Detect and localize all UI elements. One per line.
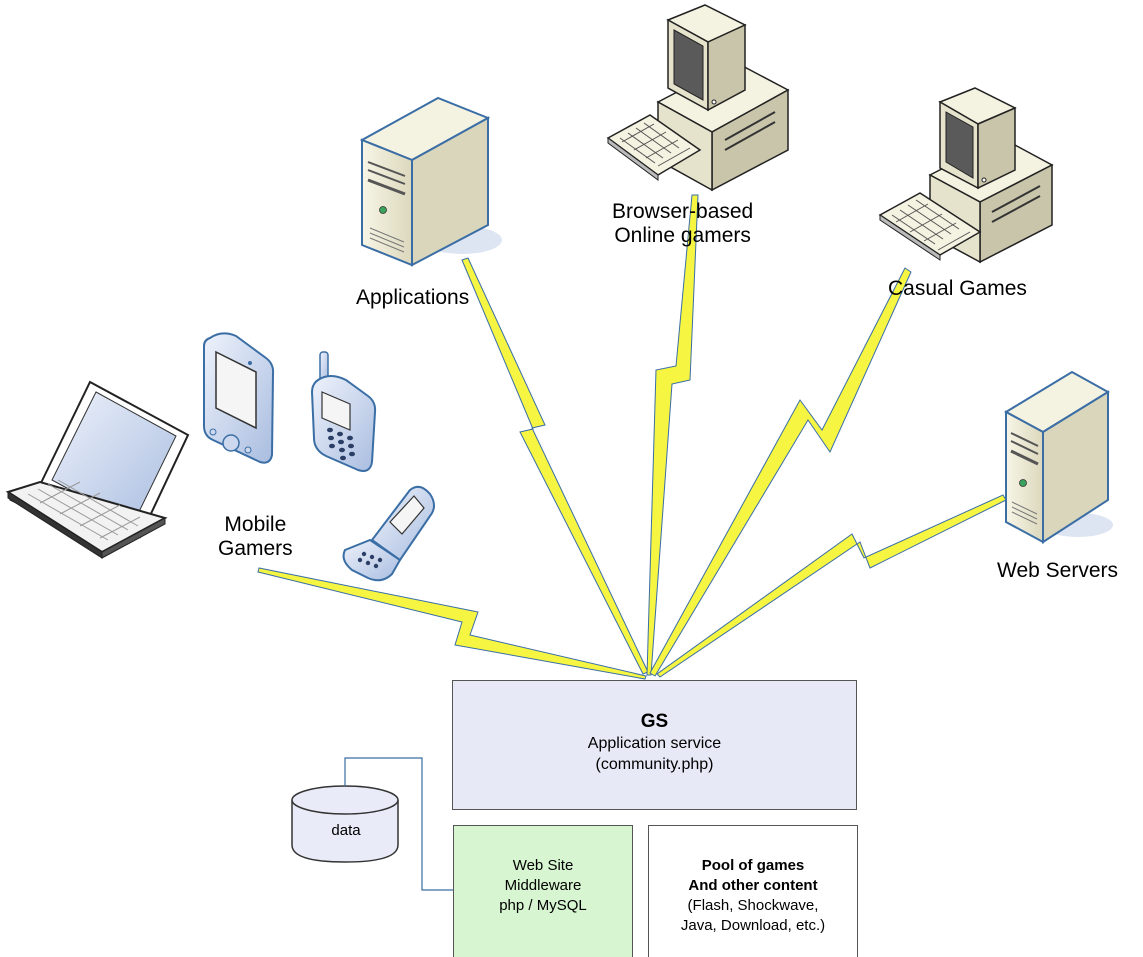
connector-mobile bbox=[257, 567, 647, 680]
pool-line2: And other content bbox=[688, 877, 818, 894]
pool-of-games-box: Pool of games And other content (Flash, … bbox=[648, 825, 858, 957]
pda-icon bbox=[203, 332, 275, 464]
middleware-line2: Middleware bbox=[504, 877, 582, 894]
middleware-line1: Web Site bbox=[512, 857, 574, 874]
pool-line1: Pool of games bbox=[701, 857, 805, 874]
middleware-box: Web Site Middleware php / MySQL bbox=[453, 825, 633, 957]
connector-web-servers bbox=[656, 494, 1007, 678]
laptop-icon bbox=[5, 380, 190, 559]
gs-title: GS bbox=[640, 711, 669, 732]
web-server-icon bbox=[1003, 370, 1113, 544]
database-label: data bbox=[331, 822, 361, 839]
browser-desktop-icon bbox=[606, 4, 790, 192]
casual-desktop-icon bbox=[878, 87, 1054, 264]
cell-phone-icon bbox=[310, 351, 377, 472]
pool-line3: (Flash, Shockwave, bbox=[687, 897, 819, 914]
database-icon bbox=[291, 785, 399, 863]
casual-games-label: Casual Games bbox=[888, 277, 1027, 300]
applications-server-icon bbox=[359, 96, 502, 267]
flip-phone-icon bbox=[342, 485, 435, 582]
middleware-line3: php / MySQL bbox=[499, 897, 587, 914]
connector-applications bbox=[461, 257, 649, 675]
connector-casual bbox=[649, 267, 912, 677]
web-servers-label: Web Servers bbox=[997, 559, 1118, 582]
browser-gamers-label: Browser-based Online gamers bbox=[612, 200, 754, 247]
applications-label: Applications bbox=[356, 286, 470, 309]
pool-line4: Java, Download, etc.) bbox=[680, 917, 826, 934]
connector-browser bbox=[646, 194, 699, 676]
gs-subtitle: Application service bbox=[587, 735, 722, 752]
mobile-gamers-label: Mobile Gamers bbox=[218, 513, 293, 560]
gs-application-service-box: GS Application service (community.php) bbox=[452, 680, 857, 810]
gs-file: (community.php) bbox=[595, 756, 714, 773]
database-connector bbox=[344, 757, 453, 891]
